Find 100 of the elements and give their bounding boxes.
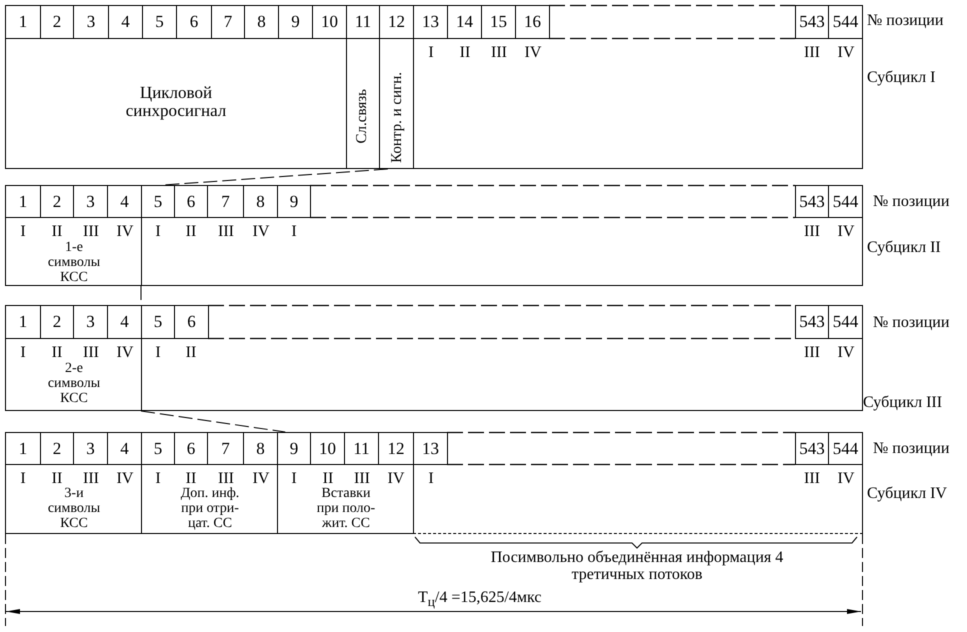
channel-numeral: III <box>804 345 820 361</box>
channel-numeral: III <box>83 224 99 240</box>
position-number: 6 <box>186 192 196 212</box>
position-number: 12 <box>388 12 405 32</box>
subcycle-label: Субцикл III <box>863 394 942 412</box>
position-number: 1 <box>18 12 28 32</box>
channel-numeral: II <box>186 345 196 361</box>
channel-numeral: III <box>804 471 820 487</box>
channel-numeral: III <box>804 45 820 61</box>
channel-numeral: II <box>460 45 470 61</box>
position-number: 6 <box>190 12 198 32</box>
position-number: 8 <box>256 192 265 212</box>
position-number: 9 <box>290 438 298 458</box>
position-number: 543 <box>799 312 825 332</box>
position-number: 2 <box>52 312 62 332</box>
position-number: 5 <box>155 12 164 32</box>
position-number: 7 <box>221 192 230 212</box>
position-cell <box>73 5 109 39</box>
subcycle-label: Субцикл II <box>867 239 941 257</box>
position-number: 10 <box>319 438 336 458</box>
cell-label: Контр. и сигн. <box>390 72 405 163</box>
position-cell <box>277 185 311 218</box>
position-number: 12 <box>388 438 404 458</box>
position-number: 4 <box>121 12 130 32</box>
channel-numeral: II <box>52 224 62 240</box>
position-number: 544 <box>832 438 858 458</box>
position-number: 9 <box>291 12 300 32</box>
position-cell <box>828 305 863 339</box>
position-cell <box>5 5 41 39</box>
position-cell <box>207 432 244 465</box>
position-number: 14 <box>456 12 473 32</box>
channel-numeral: I <box>428 45 434 61</box>
position-number: 6 <box>187 312 196 332</box>
channel-numeral: II <box>52 345 62 361</box>
position-number: 543 <box>799 438 825 458</box>
channel-numeral: I <box>155 471 161 487</box>
position-number: 2 <box>52 192 62 212</box>
channel-numeral: IV <box>252 224 270 240</box>
position-number: 5 <box>154 438 162 458</box>
frame-cell <box>5 338 142 411</box>
position-label: № позиции <box>873 314 950 332</box>
channel-numeral: IV <box>116 471 134 487</box>
position-cell <box>107 305 142 339</box>
position-cell <box>277 432 311 465</box>
position-cell <box>828 185 863 218</box>
position-number: 5 <box>154 192 162 212</box>
position-cell <box>107 185 142 218</box>
channel-numeral: I <box>20 471 26 487</box>
position-cell <box>141 305 175 339</box>
cell-label: Цикловой синхросигнал <box>124 84 228 120</box>
position-number: 544 <box>832 312 858 332</box>
position-number: 16 <box>524 12 541 32</box>
channel-numeral: I <box>291 224 297 240</box>
position-cell <box>278 5 313 39</box>
position-cell <box>828 432 863 465</box>
projection-line <box>164 168 388 186</box>
position-cell <box>481 5 516 39</box>
channel-numeral: I <box>291 471 297 487</box>
position-cell <box>40 185 74 218</box>
position-number: 2 <box>52 12 62 32</box>
position-cell <box>515 5 550 39</box>
position-cell <box>346 5 380 39</box>
cell-label: Сл.связь <box>355 88 370 143</box>
channel-numeral: II <box>322 471 334 487</box>
position-number: 3 <box>86 312 95 332</box>
position-number: 543 <box>799 12 825 32</box>
position-number: 2 <box>52 438 62 458</box>
position-cell <box>40 432 74 465</box>
position-cell <box>73 305 108 339</box>
position-number: 7 <box>224 12 232 32</box>
position-cell <box>795 432 829 465</box>
frame-cell <box>413 464 863 534</box>
channel-numeral: IV <box>116 224 134 240</box>
position-number: 3 <box>86 192 95 212</box>
position-cell <box>141 185 175 218</box>
channel-numeral: III <box>218 224 234 240</box>
cell-label: 3-и символы КСС <box>46 486 102 531</box>
duration-label: T$_{ц}$/4 =15,625/4мкс <box>418 589 542 610</box>
position-cell <box>73 185 108 218</box>
channel-numeral: III <box>354 471 370 487</box>
position-number: 543 <box>799 192 825 212</box>
cell-label: Вставки при поло-жит. СС <box>316 486 376 531</box>
position-cell <box>413 5 448 39</box>
channel-numeral: I <box>428 471 434 487</box>
position-number: 8 <box>256 438 265 458</box>
position-cell <box>142 5 177 39</box>
position-cell <box>73 432 108 465</box>
position-cell <box>211 5 245 39</box>
position-label: № позиции <box>873 440 950 458</box>
position-cell <box>174 185 208 218</box>
channel-numeral: II <box>52 471 62 487</box>
position-number: 3 <box>86 438 95 458</box>
position-cell <box>828 5 863 39</box>
cell-label: 1-е символы КСС <box>46 240 102 285</box>
position-number: 8 <box>257 12 266 32</box>
channel-numeral: IV <box>838 45 854 61</box>
position-number: 7 <box>221 438 230 458</box>
channel-numeral: IV <box>388 471 404 487</box>
channel-numeral: IV <box>116 345 134 361</box>
channel-numeral: IV <box>838 471 854 487</box>
